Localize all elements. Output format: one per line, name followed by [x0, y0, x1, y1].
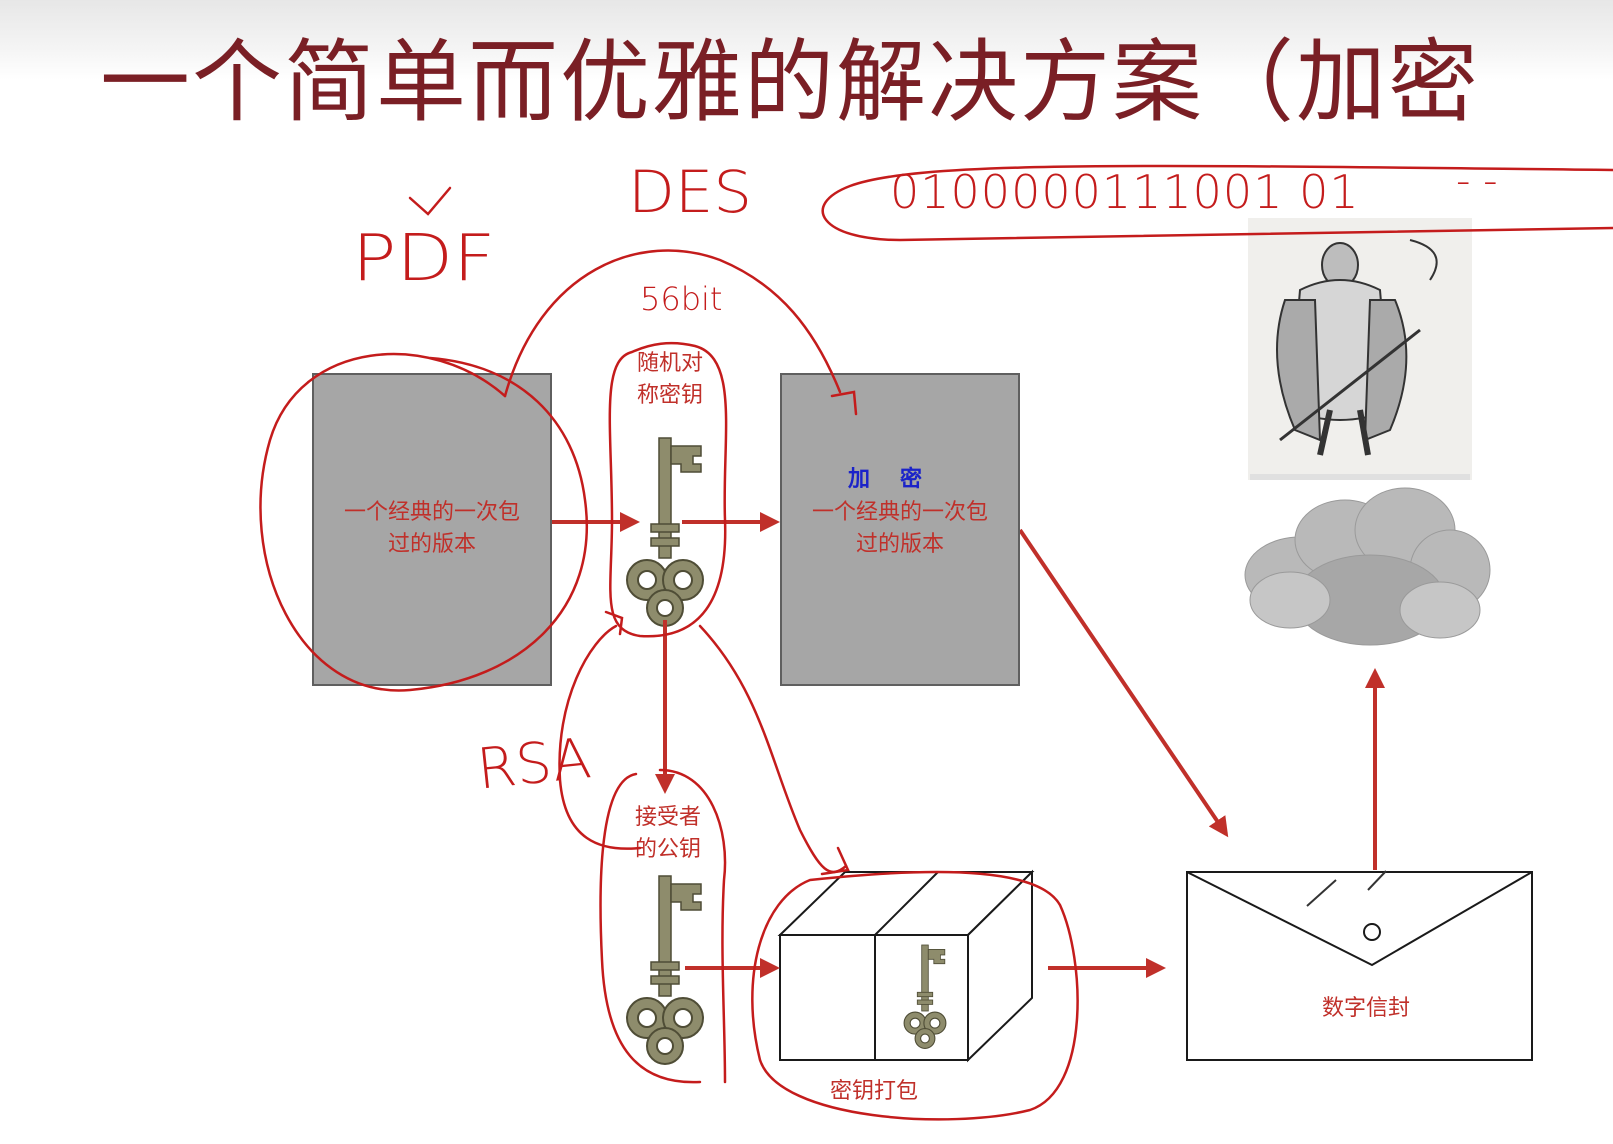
original-doc-line1: 一个经典的一次包 — [343, 500, 520, 525]
pen-icon — [1306, 870, 1387, 907]
flow-arrows — [552, 512, 1385, 978]
binary-annotation: 0100000111001 01 — [890, 165, 1360, 219]
key-package-label: 密钥打包 — [830, 1079, 919, 1104]
public-key-loop — [599, 768, 727, 1084]
dash-annotation: - - — [1456, 158, 1498, 204]
slide-header-band — [0, 0, 1613, 80]
encrypted-doc-header: 加密 — [847, 466, 952, 492]
digital-envelope-icon — [1186, 871, 1533, 1061]
encrypted-document: 加密 一个经典的一次包 过的版本 — [780, 373, 1020, 686]
symmetric-key-label-line1: 随机对 — [636, 351, 703, 376]
warrior-image — [1248, 218, 1472, 480]
key-to-box-curve — [698, 624, 848, 874]
check-mark — [408, 186, 452, 216]
des-arc-head — [830, 390, 858, 416]
symmetric-key-loop — [608, 341, 728, 638]
slide-title: 一个简单而优雅的解决方案（加密 — [100, 30, 1480, 135]
key-length-annotation: 56bit — [640, 280, 723, 318]
public-key-label: 接受者 的公钥 — [620, 802, 716, 866]
public-key-label-line2: 的公钥 — [634, 837, 701, 862]
original-doc-circle — [259, 352, 588, 692]
box-circle — [751, 870, 1079, 1121]
binary-ellipse — [821, 164, 1613, 242]
symmetric-key-label-line2: 称密钥 — [636, 383, 703, 408]
digital-envelope-label: 数字信封 — [1322, 996, 1411, 1021]
encrypted-doc-line1: 一个经典的一次包 — [811, 500, 988, 525]
rsa-curve — [558, 624, 642, 850]
original-doc-line2: 过的版本 — [387, 532, 476, 557]
des-arc — [503, 249, 842, 398]
original-document: 一个经典的一次包 过的版本 — [312, 373, 552, 686]
public-key-label-line1: 接受者 — [634, 805, 701, 830]
symmetric-key-label: 随机对 称密钥 — [625, 348, 715, 412]
pdf-annotation: PDF — [352, 222, 496, 296]
encrypted-doc-line2: 过的版本 — [855, 532, 944, 557]
des-annotation: DES — [628, 158, 753, 226]
rsa-curve-head — [604, 610, 624, 636]
cloud-icon — [1244, 487, 1491, 646]
key-to-box-head — [820, 846, 850, 876]
